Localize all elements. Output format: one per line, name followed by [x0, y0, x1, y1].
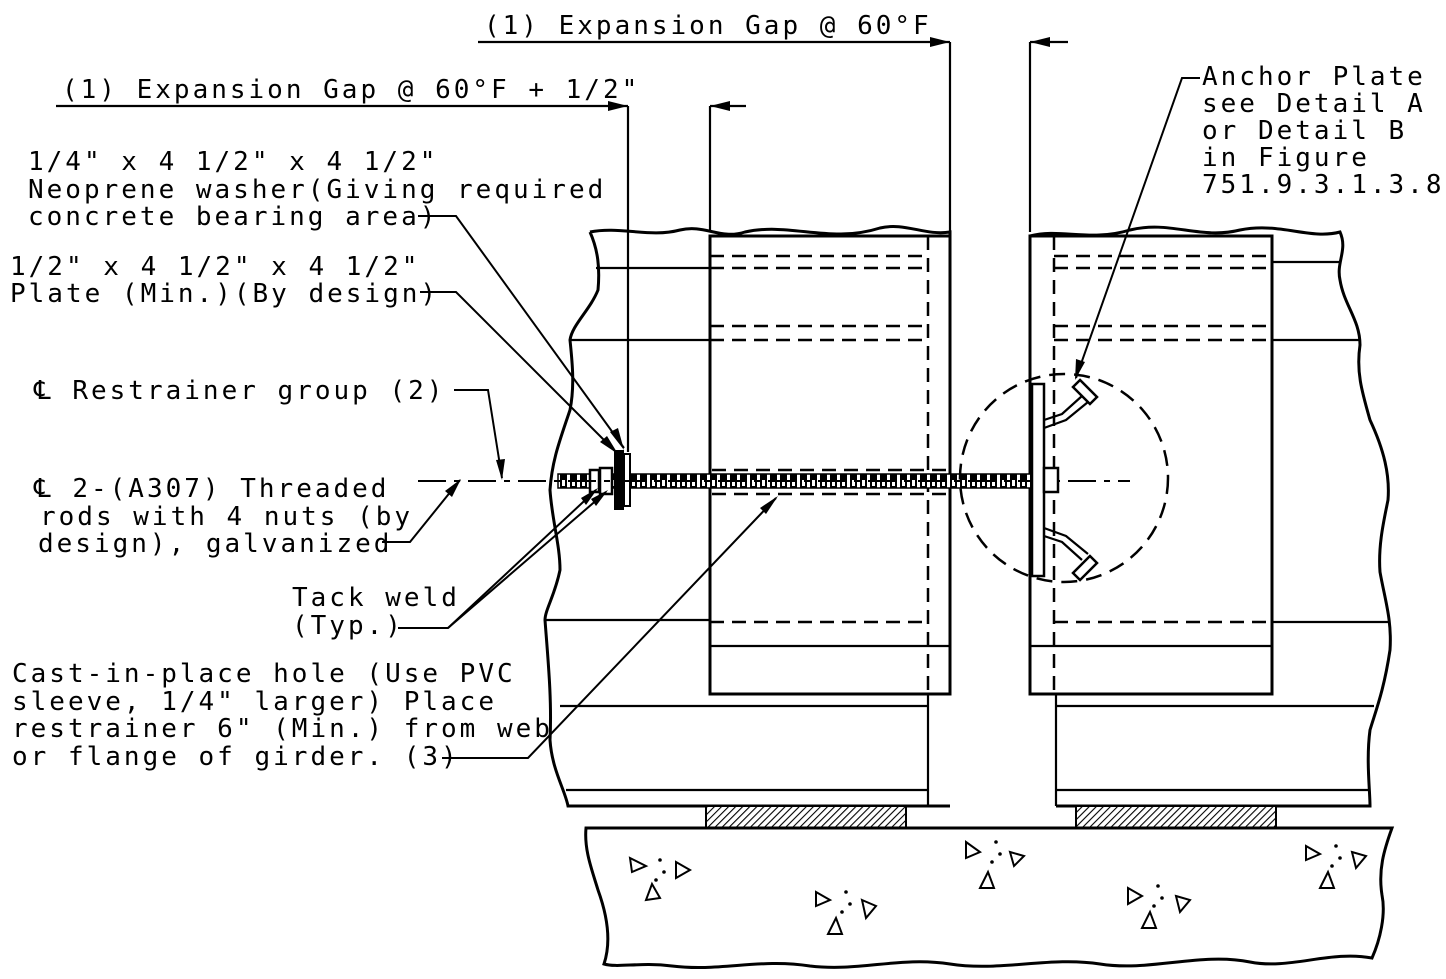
left-girder: [543, 225, 952, 808]
right-girder: [1028, 225, 1392, 808]
anchor-plate-label-line-1: Anchor Plate: [1202, 62, 1426, 92]
plate-label-line-2: Plate (Min.)(By design): [10, 279, 439, 309]
anchor-stud-lower: [1043, 534, 1083, 561]
anchor-stud-upper-head: [1071, 378, 1099, 406]
left-diaphragm: [708, 234, 952, 696]
right-girder-outline: [1028, 225, 1392, 808]
concrete-aggregate: [628, 840, 1368, 935]
anchor-plate: [1030, 382, 1046, 578]
anchor-stud-upper-2: [1043, 401, 1089, 430]
cast-hole-label-line-4: or flange of girder. (3): [12, 742, 460, 772]
pier-cap-outline: [584, 826, 1395, 970]
rods-label-line-3: design), galvanized: [38, 529, 392, 559]
anchor-plate-label-line-5: 751.9.3.1.3.8: [1202, 170, 1445, 200]
right-diaphragm: [1028, 234, 1274, 696]
restrainer-group-label: ℄ Restrainer group (2): [33, 376, 445, 406]
leader-washer: [418, 215, 625, 449]
leader-plate: [420, 291, 617, 453]
washer-label-line-3: concrete bearing area): [28, 202, 438, 232]
anchor-plate-label-line-4: in Figure: [1202, 143, 1370, 173]
expansion-gap-plus-label: (1) Expansion Gap @ 60°F + 1/2": [62, 75, 640, 105]
leader-restrainer-group: [454, 389, 503, 479]
cast-hole-label-line-2: sleeve, 1/4" larger) Place: [12, 687, 497, 717]
anchor-plate-label-line-3: or Detail B: [1202, 116, 1407, 146]
anchor-stud-lower-head: [1071, 554, 1099, 582]
concrete-dots: [654, 840, 1342, 914]
plate-label-line-1: 1/2" x 4 1/2" x 4 1/2": [10, 252, 420, 282]
cast-hole-label-line-1: Cast-in-place hole (Use PVC: [12, 659, 516, 689]
expansion-gap-plus-dimension: [56, 101, 746, 452]
restrainer-rod-assembly: [418, 372, 1170, 584]
washer-label-line-1: 1/4" x 4 1/2" x 4 1/2": [28, 147, 438, 177]
anchor-stud-lower-2: [1043, 526, 1089, 555]
tack-weld-label-line-1: Tack weld: [292, 583, 460, 613]
leader-anchor-plate: [1075, 77, 1200, 379]
expansion-gap-label: (1) Expansion Gap @ 60°F: [484, 11, 932, 41]
tack-weld-label-line-2: (Typ.): [292, 611, 404, 641]
leader-lines: [382, 77, 1200, 759]
anchor-plate-label-line-2: see Detail A: [1202, 89, 1426, 119]
expansion-gap-dimension: [478, 37, 1068, 232]
left-bearing-pad: [705, 805, 907, 829]
right-nut: [1042, 466, 1060, 494]
leader-rods: [382, 479, 461, 543]
washer-label-line-2: Neoprene washer(Giving required: [28, 175, 606, 205]
detail-circle: [958, 372, 1170, 584]
right-bearing-pad: [1075, 805, 1277, 829]
anchor-stud-upper: [1043, 395, 1083, 422]
rods-label-line-1: ℄ 2-(A307) Threaded: [33, 474, 389, 504]
left-girder-outline: [543, 225, 952, 808]
leader-cast-hole: [442, 497, 777, 759]
cast-hole-label-line-3: restrainer 6" (Min.) from web: [12, 714, 553, 744]
rods-label-line-2: rods with 4 nuts (by: [40, 502, 413, 532]
